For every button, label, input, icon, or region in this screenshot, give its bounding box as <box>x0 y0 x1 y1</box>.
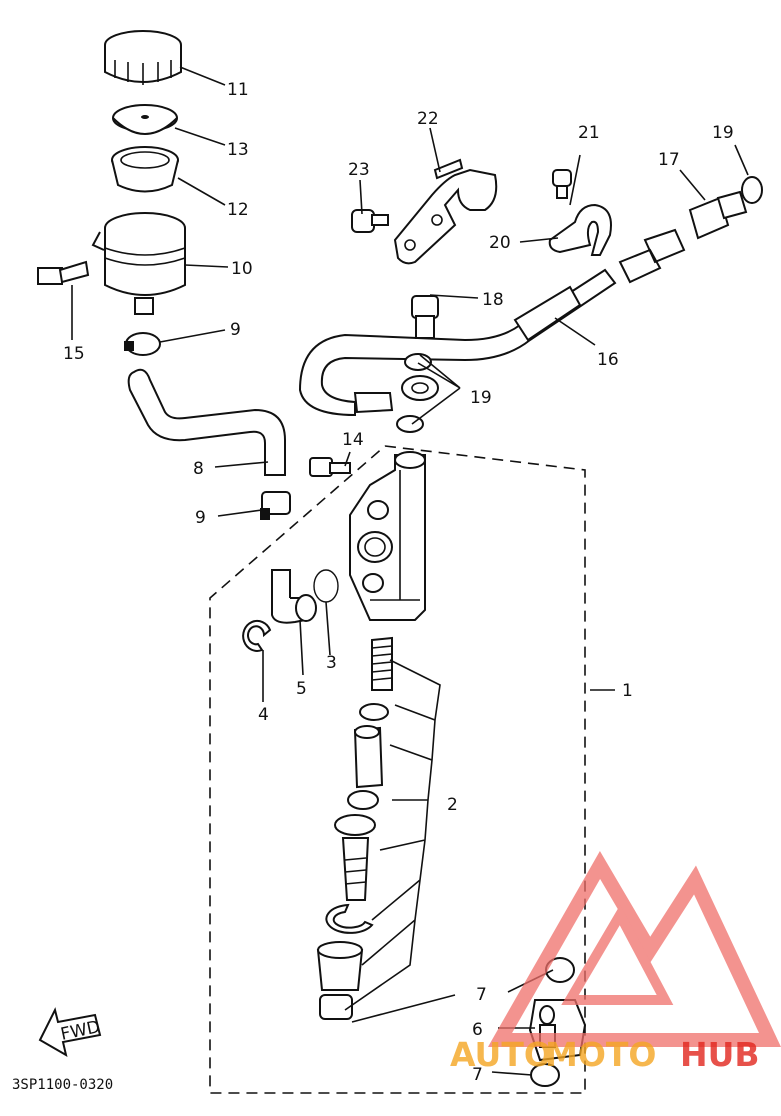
callout-19b: 19 <box>712 123 734 143</box>
reservoir-bolt <box>37 260 90 285</box>
callout-9b: 9 <box>195 508 206 528</box>
fwd-arrow: FWD <box>38 1007 102 1058</box>
callout-10: 10 <box>231 259 253 279</box>
union-bolt <box>411 295 439 339</box>
brake-hose <box>298 268 617 417</box>
callout-18: 18 <box>482 290 504 310</box>
callout-19a: 19 <box>470 388 492 408</box>
callout-7a: 7 <box>476 985 487 1005</box>
callout-6: 6 <box>472 1020 483 1040</box>
reservoir-cap <box>104 30 182 85</box>
hose-fitting <box>353 392 394 414</box>
hose-end-fitting <box>618 228 686 284</box>
callout-11: 11 <box>227 80 249 100</box>
callout-3: 3 <box>326 653 337 673</box>
watermark-auto: AUTO <box>450 1035 552 1074</box>
callout-9a: 9 <box>230 320 241 340</box>
master-cylinder-body <box>349 451 426 621</box>
callout-17: 17 <box>658 150 680 170</box>
callout-15: 15 <box>63 344 85 364</box>
hose-adapter <box>688 190 748 240</box>
callout-bracket-2 <box>344 659 441 1011</box>
hose-clamp-lower <box>260 491 291 520</box>
callout-20: 20 <box>489 233 511 253</box>
callout-23: 23 <box>348 160 370 180</box>
hose-bracket <box>393 158 498 265</box>
o-ring <box>313 569 339 603</box>
callout-7b: 7 <box>472 1065 483 1085</box>
callout-4: 4 <box>258 705 269 725</box>
callout-bracket-2b <box>351 994 456 1023</box>
hose-joint <box>271 569 317 624</box>
callout-21: 21 <box>578 123 600 143</box>
diaphragm <box>111 146 179 193</box>
bleed-screw <box>309 457 351 477</box>
hose-sleeve <box>513 285 582 342</box>
callout-12: 12 <box>227 200 249 220</box>
circlip-small <box>242 620 272 652</box>
gasket-c <box>741 176 763 204</box>
callout-2: 2 <box>447 795 458 815</box>
watermark-text: AUTO MOTO HUB <box>450 1035 760 1074</box>
watermark-logo <box>487 851 781 1047</box>
hose-clamp-bracket <box>548 203 612 256</box>
reservoir-tank <box>91 212 186 315</box>
watermark-hub: HUB <box>680 1035 760 1074</box>
reservoir-hose <box>127 368 286 476</box>
document-code: 3SP1100-0320 <box>12 1077 113 1093</box>
banjo-fitting <box>401 375 439 401</box>
callout-13: 13 <box>227 140 249 160</box>
clamp-bolt <box>552 169 572 199</box>
hose-clamp-upper <box>124 332 161 356</box>
callout-14: 14 <box>342 430 364 450</box>
callout-16: 16 <box>597 350 619 370</box>
watermark-moto: MOTO <box>545 1035 656 1074</box>
bracket-bolt <box>351 209 389 233</box>
callout-22: 22 <box>417 109 439 129</box>
callout-8: 8 <box>193 459 204 479</box>
callout-1: 1 <box>622 681 633 701</box>
piston-kit <box>316 636 393 1020</box>
diaphragm-plate <box>112 104 178 135</box>
assembly-outline <box>209 445 586 1094</box>
callout-5: 5 <box>296 679 307 699</box>
